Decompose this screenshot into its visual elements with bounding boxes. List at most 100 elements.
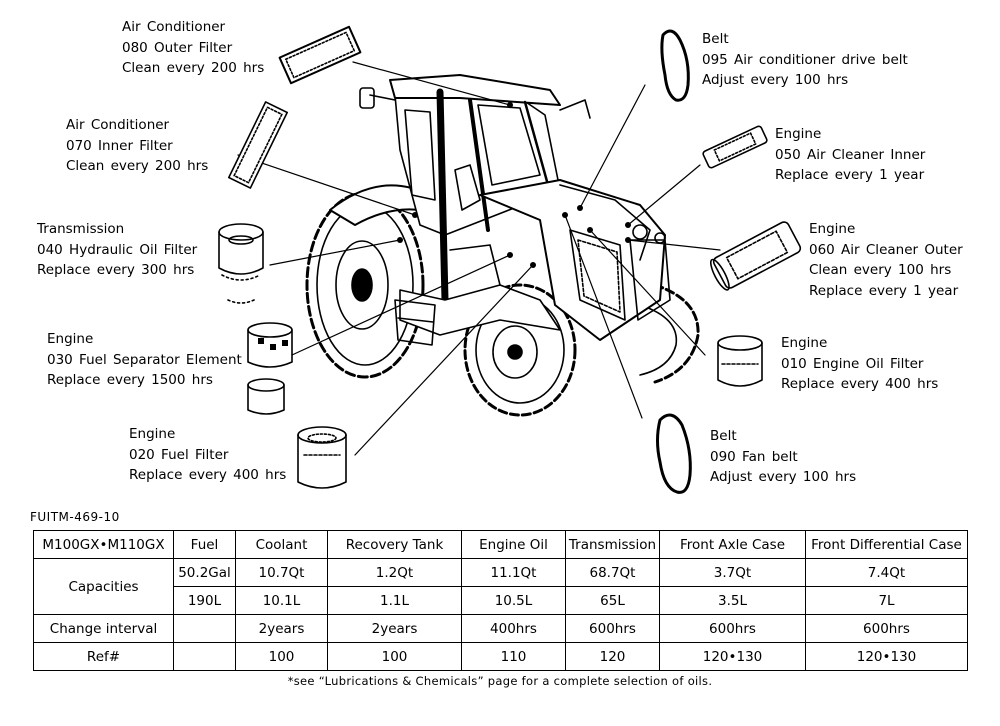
table-cell: 3.7Qt <box>659 558 806 587</box>
table-cell: 10.1L <box>235 586 328 615</box>
engine-oil-filter-part <box>717 335 763 387</box>
air-cleaner-inner-part <box>702 125 768 169</box>
capacities-table: M100GX•M110GX Fuel Coolant Recovery Tank… <box>33 530 968 671</box>
table-cell: 10.7Qt <box>235 558 328 587</box>
leader-dots <box>397 102 631 268</box>
callout-engine-oil-filter: Engine 010 Engine Oil Filter Replace eve… <box>781 333 938 395</box>
fuel-separator-part <box>247 322 293 415</box>
column-header: Front Differential Case <box>805 530 968 559</box>
column-header: Transmission <box>565 530 660 559</box>
inner-filter-part <box>228 101 288 189</box>
table-cell: 68.7Qt <box>565 558 660 587</box>
callout-category: Engine <box>775 126 822 142</box>
table-cell: 50.2Gal <box>173 558 236 587</box>
callout-part: 080 Outer Filter <box>122 39 233 56</box>
air-cleaner-outer-part <box>709 221 802 291</box>
callout-part: 060 Air Cleaner Outer <box>809 241 963 258</box>
table-cell: 600hrs <box>565 614 660 643</box>
table-cell: 10.5L <box>461 586 566 615</box>
callout-interval: Replace every 1 year <box>775 167 925 183</box>
callout-ac-drive-belt: Belt 095 Air conditioner drive belt Adju… <box>702 29 908 91</box>
column-header: Engine Oil <box>461 530 566 559</box>
leader-lines <box>237 61 721 456</box>
fan-belt-part <box>656 413 692 494</box>
callout-part: 010 Engine Oil Filter <box>781 355 924 372</box>
callout-part: 095 Air conditioner drive belt <box>702 51 908 68</box>
row-label-ref: Ref# <box>33 642 174 671</box>
table-row: 190L 10.1L 1.1L 10.5L 65L 3.5L 7L <box>34 586 968 615</box>
outer-filter-part <box>278 25 362 85</box>
table-cell: 2years <box>327 614 462 643</box>
callout-hydraulic-oil-filter: Transmission 040 Hydraulic Oil Filter Re… <box>37 219 197 281</box>
column-header: Fuel <box>173 530 236 559</box>
row-label-capacities: Capacities <box>33 558 174 615</box>
hydraulic-oil-filter-part <box>218 223 264 304</box>
table-cell: 190L <box>173 586 236 615</box>
table-header-row: M100GX•M110GX Fuel Coolant Recovery Tank… <box>33 530 968 559</box>
callout-interval: Adjust every 100 hrs <box>710 469 857 485</box>
callout-part: 070 Inner Filter <box>66 137 173 154</box>
callout-fuel-separator: Engine 030 Fuel Separator Element Replac… <box>47 329 242 391</box>
ac-belt-part <box>660 29 690 102</box>
callout-part: 090 Fan belt <box>710 448 798 465</box>
callout-interval: Adjust every 100 hrs <box>702 72 849 88</box>
callout-interval: Replace every 400 hrs <box>129 467 287 483</box>
table-cell: 11.1Qt <box>461 558 566 587</box>
table-cell: 120•130 <box>805 642 968 671</box>
callout-part: 040 Hydraulic Oil Filter <box>37 241 198 258</box>
table-cell: 1.2Qt <box>327 558 462 587</box>
tractor-illustration <box>305 74 700 417</box>
table-cell: 100 <box>327 642 462 671</box>
callout-category: Engine <box>47 331 94 347</box>
table-cell: 1.1L <box>327 586 462 615</box>
table-cell: 110 <box>461 642 566 671</box>
column-header: Recovery Tank <box>327 530 462 559</box>
callout-air-cleaner-outer: Engine 060 Air Cleaner Outer Clean every… <box>809 219 963 301</box>
table-cell: 600hrs <box>805 614 968 643</box>
callout-outer-filter: Air Conditioner 080 Outer Filter Clean e… <box>122 17 264 79</box>
callout-category: Transmission <box>37 221 125 237</box>
table-cell: 120•130 <box>659 642 806 671</box>
callout-category: Engine <box>129 426 176 442</box>
front-left-wheel <box>639 283 700 384</box>
callout-category: Air Conditioner <box>122 19 226 35</box>
callout-category: Air Conditioner <box>66 117 170 133</box>
table-cell <box>173 642 236 671</box>
callout-air-cleaner-inner: Engine 050 Air Cleaner Inner Replace eve… <box>775 124 925 186</box>
table-cell: 7L <box>805 586 968 615</box>
table-cell: 65L <box>565 586 660 615</box>
callout-interval: Clean every 200 hrs <box>66 158 209 174</box>
callout-category: Belt <box>710 428 737 444</box>
callout-inner-filter: Air Conditioner 070 Inner Filter Clean e… <box>66 115 208 177</box>
table-cell: 400hrs <box>461 614 566 643</box>
table-cell: 3.5L <box>659 586 806 615</box>
table-cell: 120 <box>565 642 660 671</box>
callout-part: 020 Fuel Filter <box>129 446 229 463</box>
model-cell: M100GX•M110GX <box>33 530 174 559</box>
column-header: Coolant <box>235 530 328 559</box>
callout-interval: Replace every 400 hrs <box>781 376 939 392</box>
table-cell: 2years <box>235 614 328 643</box>
callout-part: 030 Fuel Separator Element <box>47 351 242 368</box>
callout-interval: Clean every 100 hrs <box>809 262 952 278</box>
table-row: Capacities 50.2Gal 10.7Qt 1.2Qt 11.1Qt 6… <box>33 558 968 615</box>
callout-fan-belt: Belt 090 Fan belt Adjust every 100 hrs <box>710 426 856 488</box>
document-id: FUITM-469-10 <box>30 510 120 524</box>
callout-part: 050 Air Cleaner Inner <box>775 146 926 163</box>
fuel-filter-part <box>297 426 347 489</box>
footnote: *see “Lubrications & Chemicals” page for… <box>287 674 713 688</box>
table-cell <box>173 614 236 643</box>
callout-interval: Clean every 200 hrs <box>122 60 265 76</box>
callout-category: Belt <box>702 31 729 47</box>
callout-fuel-filter: Engine 020 Fuel Filter Replace every 400… <box>129 424 286 486</box>
callout-category: Engine <box>809 221 856 237</box>
callout-interval-2: Replace every 1 year <box>809 282 959 299</box>
callout-interval: Replace every 1500 hrs <box>47 372 213 388</box>
table-row: Ref# 100 100 110 120 120•130 120•130 <box>33 642 968 671</box>
column-header: Front Axle Case <box>659 530 806 559</box>
table-row: Change interval 2years 2years 400hrs 600… <box>33 614 968 643</box>
row-label-change-interval: Change interval <box>33 614 174 643</box>
callout-interval: Replace every 300 hrs <box>37 262 195 278</box>
table-cell: 7.4Qt <box>805 558 968 587</box>
